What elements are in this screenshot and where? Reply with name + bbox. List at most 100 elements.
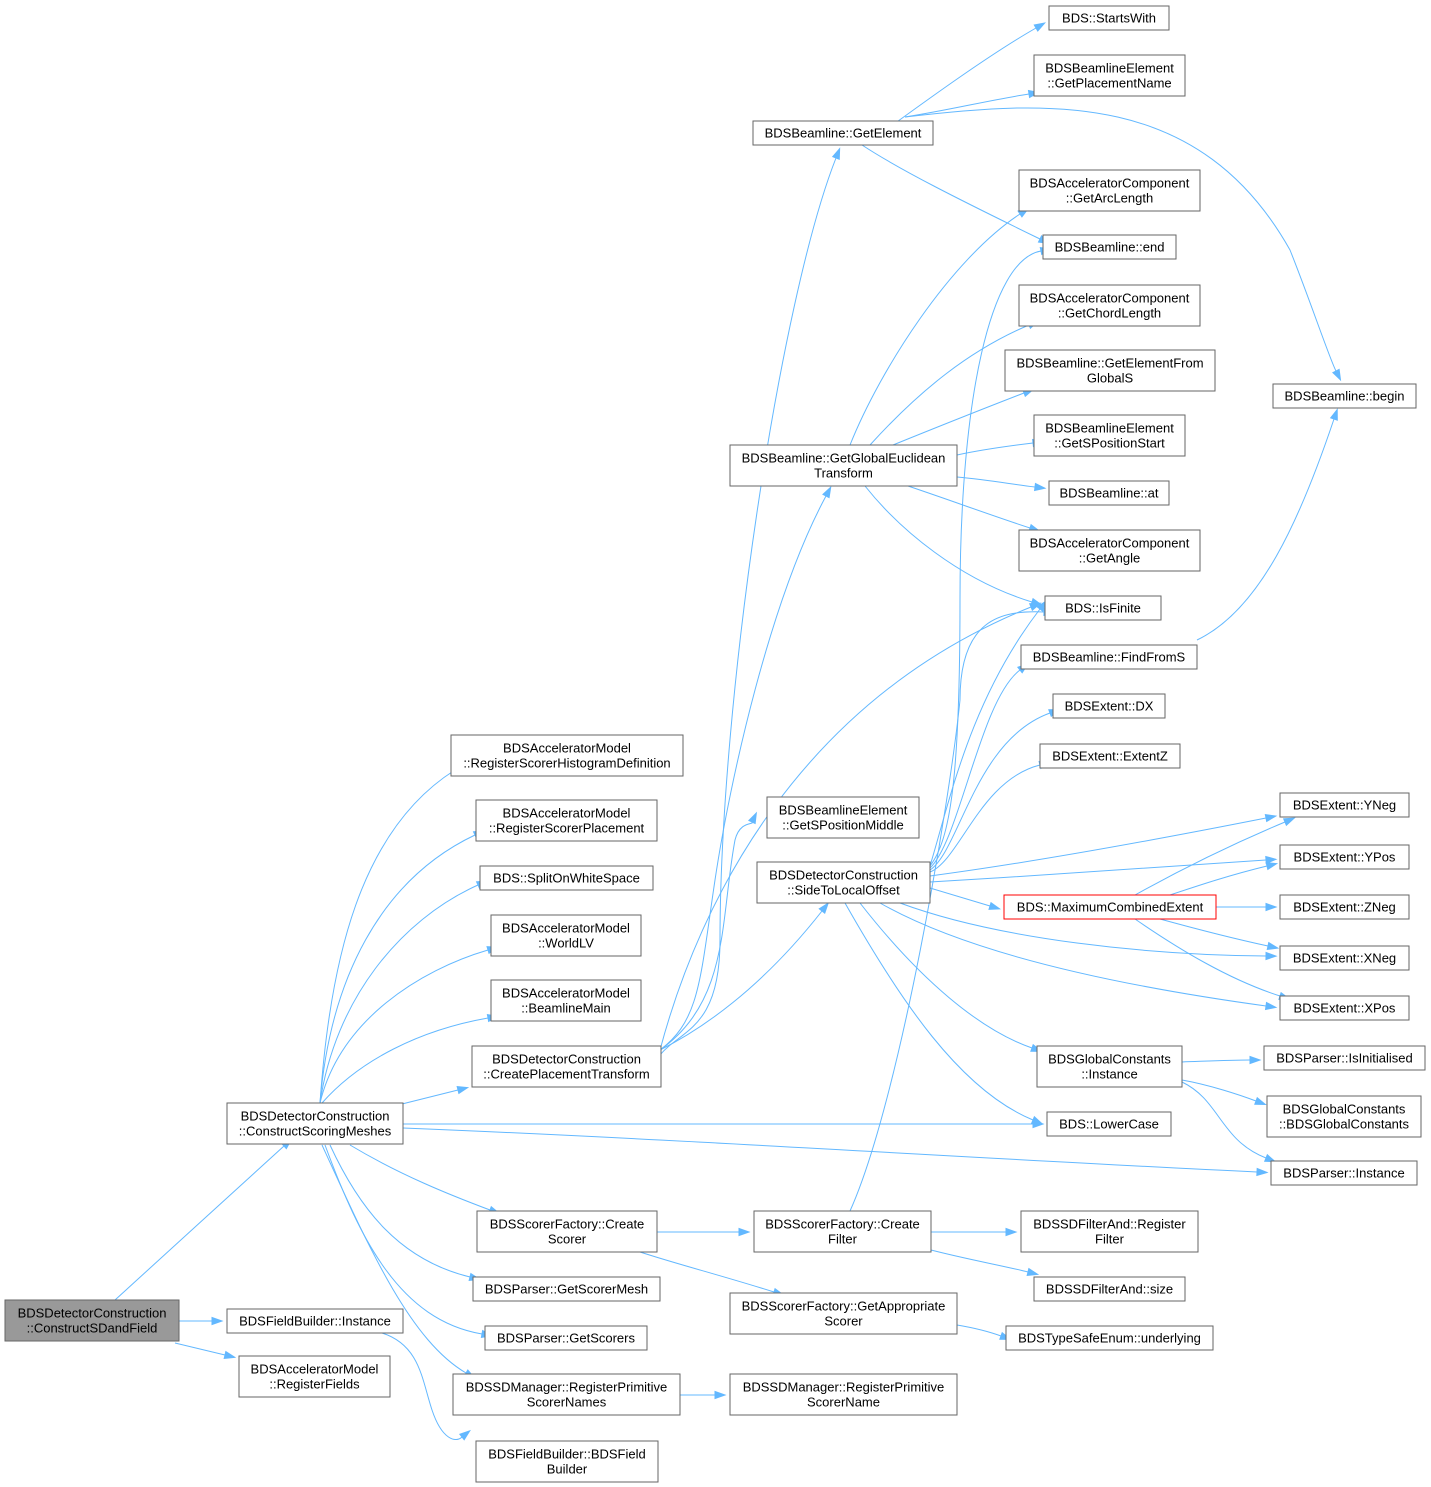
function-node[interactable]: BDSBeamlineElement::GetPlacementName: [1033, 54, 1186, 97]
function-node[interactable]: BDSFieldBuilder::Instance: [226, 1308, 404, 1334]
function-node[interactable]: BDSExtent::YNeg: [1279, 792, 1410, 818]
function-node[interactable]: BDSTypeSafeEnum::underlying: [1005, 1325, 1214, 1351]
function-node[interactable]: BDSExtent::YPos: [1279, 844, 1410, 870]
node-label: BDSGlobalConstants: [1283, 1102, 1406, 1117]
call-edge: [1159, 918, 1280, 951]
call-edge: [402, 1127, 1269, 1177]
node-label: BDSBeamline::at: [1060, 486, 1159, 501]
function-node[interactable]: BDSAcceleratorModel::RegisterFields: [238, 1355, 391, 1398]
function-node[interactable]: BDSBeamline::FindFromS: [1020, 644, 1198, 670]
function-node[interactable]: BDSParser::Instance: [1270, 1160, 1418, 1186]
arrowhead: [1254, 1096, 1267, 1106]
arrowhead: [456, 1086, 470, 1095]
function-node[interactable]: BDSParser::IsInitialised: [1263, 1045, 1426, 1071]
function-node[interactable]: BDS::StartsWith: [1048, 5, 1170, 31]
function-node[interactable]: BDSDetectorConstruction::ConstructScorin…: [226, 1102, 404, 1145]
function-node[interactable]: BDSAcceleratorModel::RegisterScorerPlace…: [475, 799, 658, 842]
node-label: BDSExtent::YPos: [1294, 850, 1396, 865]
arrowhead: [1265, 902, 1278, 912]
node-label: BDSScorerFactory::Create: [490, 1217, 645, 1232]
function-node[interactable]: BDSBeamlineElement::GetSPositionMiddle: [766, 796, 920, 839]
function-node[interactable]: BDSAcceleratorComponent::GetArcLength: [1018, 169, 1201, 212]
function-node[interactable]: BDSExtent::XPos: [1279, 995, 1410, 1021]
node-label: BDSScorerFactory::Create: [765, 1217, 920, 1232]
node-box: [1044, 595, 1162, 621]
function-node[interactable]: BDSGlobalConstants::BDSGlobalConstants: [1266, 1095, 1422, 1138]
function-node[interactable]: BDSGlobalConstants::Instance: [1036, 1045, 1183, 1088]
node-box: [471, 1045, 662, 1088]
function-node[interactable]: BDSAcceleratorModel::RegisterScorerHisto…: [450, 734, 684, 777]
call-edge: [1169, 862, 1279, 896]
function-node[interactable]: BDSBeamline::begin: [1272, 383, 1417, 409]
function-node[interactable]: BDSBeamline::end: [1042, 234, 1177, 260]
call-edge: [680, 1390, 727, 1400]
node-label: ::GetChordLength: [1058, 306, 1161, 321]
node-label: BDSAcceleratorModel: [502, 921, 630, 936]
node-label: ::GetAngle: [1079, 551, 1140, 566]
function-node[interactable]: BDSSDFilterAnd::size: [1033, 1276, 1186, 1302]
node-label: BDSBeamline::begin: [1285, 389, 1405, 404]
node-box: [1270, 1160, 1418, 1186]
node-label: ScorerNames: [527, 1395, 607, 1410]
function-node[interactable]: BDSAcceleratorComponent::GetAngle: [1018, 529, 1201, 572]
call-edge: [349, 1144, 501, 1215]
node-box: [1004, 349, 1216, 392]
function-node[interactable]: BDSDetectorConstruction::SideToLocalOffs…: [756, 861, 931, 904]
function-node[interactable]: BDS::MaximumCombinedExtent: [1003, 894, 1217, 920]
call-edge: [904, 107, 1342, 382]
node-box: [1018, 529, 1201, 572]
call-edge: [930, 1249, 1040, 1276]
arrowhead: [831, 147, 841, 160]
call-edge: [114, 1138, 293, 1301]
function-node[interactable]: BDS::IsFinite: [1044, 595, 1162, 621]
node-label: BDSFieldBuilder::BDSField: [488, 1447, 646, 1462]
function-node[interactable]: BDSSDManager::RegisterPrimitiveScorerNam…: [452, 1373, 681, 1416]
function-node[interactable]: BDSExtent::DX: [1052, 693, 1166, 719]
call-edge: [1216, 902, 1278, 912]
node-box: [1052, 693, 1166, 719]
function-node[interactable]: BDSBeamline::at: [1048, 480, 1170, 506]
function-node[interactable]: BDSExtent::ZNeg: [1279, 894, 1410, 920]
node-label: ::CreatePlacementTransform: [483, 1067, 649, 1082]
node-label: BDSBeamlineElement: [1045, 61, 1174, 76]
function-node[interactable]: BDSAcceleratorComponent::GetChordLength: [1018, 284, 1201, 327]
node-label: BDSDetectorConstruction: [492, 1052, 641, 1067]
node-box: [1279, 844, 1410, 870]
function-node[interactable]: BDSExtent::XNeg: [1279, 945, 1410, 971]
node-label: BDSAcceleratorModel: [502, 986, 630, 1001]
function-node[interactable]: BDSBeamlineElement::GetSPositionStart: [1033, 414, 1186, 457]
function-node[interactable]: BDS::SplitOnWhiteSpace: [479, 865, 654, 891]
node-box: [753, 1210, 932, 1253]
node-box: [1048, 480, 1170, 506]
function-node[interactable]: BDSAcceleratorModel::WorldLV: [490, 914, 642, 957]
function-node[interactable]: BDS::LowerCase: [1046, 1111, 1172, 1137]
function-node[interactable]: BDSFieldBuilder::BDSFieldBuilder: [475, 1440, 659, 1483]
function-node[interactable]: BDSAcceleratorModel::BeamlineMain: [490, 979, 642, 1022]
node-label: Scorer: [548, 1232, 587, 1247]
node-label: BDSParser::GetScorerMesh: [485, 1282, 648, 1297]
arrowhead: [1265, 855, 1278, 865]
node-label: Builder: [547, 1462, 588, 1477]
call-edge: [659, 811, 758, 1051]
node-label: Transform: [814, 466, 873, 481]
node-label: BDSParser::GetScorers: [497, 1331, 635, 1346]
function-node[interactable]: BDSBeamline::GetElement: [752, 120, 934, 146]
function-node[interactable]: BDSExtent::ExtentZ: [1039, 743, 1181, 769]
arrowhead: [988, 901, 1002, 910]
node-box: [1279, 945, 1410, 971]
function-node[interactable]: BDSSDManager::RegisterPrimitiveScorerNam…: [729, 1373, 958, 1416]
function-node[interactable]: BDSDetectorConstruction::ConstructSDandF…: [4, 1299, 180, 1342]
node-box: [729, 444, 958, 487]
function-node[interactable]: BDSParser::GetScorers: [484, 1325, 648, 1351]
function-node[interactable]: BDSParser::GetScorerMesh: [472, 1276, 661, 1302]
node-label: BDSExtent::ZNeg: [1293, 900, 1396, 915]
node-label: BDSExtent::YNeg: [1293, 798, 1396, 813]
function-node[interactable]: BDSDetectorConstruction::CreatePlacement…: [471, 1045, 662, 1088]
call-edge: [904, 89, 1041, 118]
